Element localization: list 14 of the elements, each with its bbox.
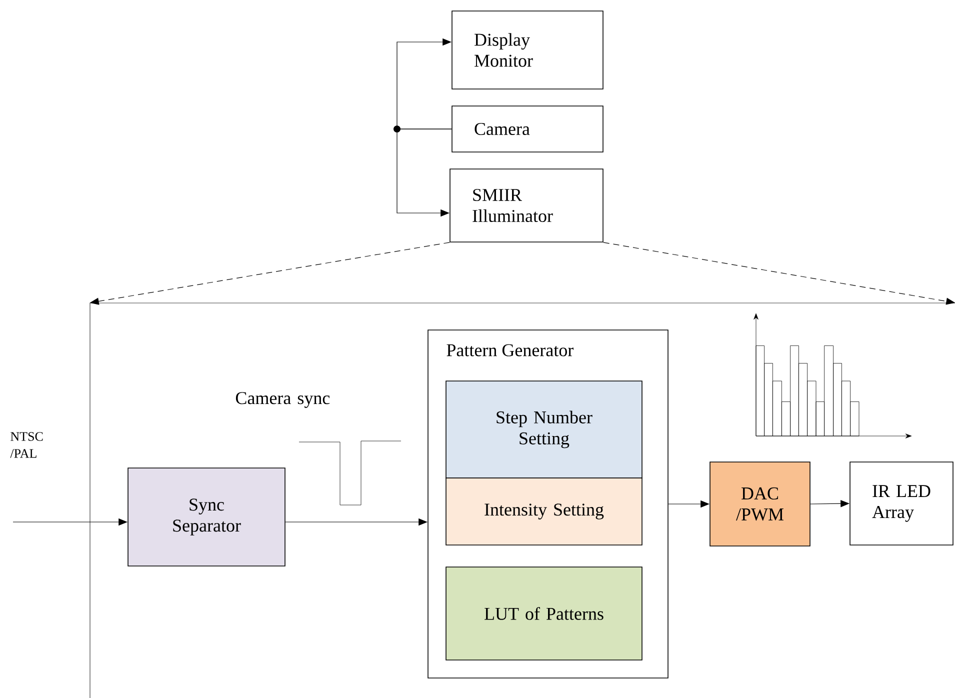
process-box: Step Number Setting bbox=[446, 380, 642, 478]
input-label: NTSC /PAL bbox=[10, 432, 43, 458]
process-box: Camera bbox=[452, 106, 604, 152]
process-box: SMIIR Illuminator bbox=[450, 168, 604, 242]
process-box: Intensity Setting bbox=[446, 478, 642, 546]
process-box: DAC /PWM bbox=[710, 462, 810, 546]
arrow bbox=[603, 242, 955, 305]
process-box: Display Monitor bbox=[452, 10, 604, 90]
arrow bbox=[394, 38, 452, 132]
signal-label: Camera sync bbox=[236, 392, 330, 408]
frame bbox=[90, 302, 955, 698]
process-box: IR LED Array bbox=[850, 462, 954, 546]
process-box: LUT of Patterns bbox=[446, 566, 642, 660]
process-box: Sync Separator bbox=[128, 468, 286, 566]
